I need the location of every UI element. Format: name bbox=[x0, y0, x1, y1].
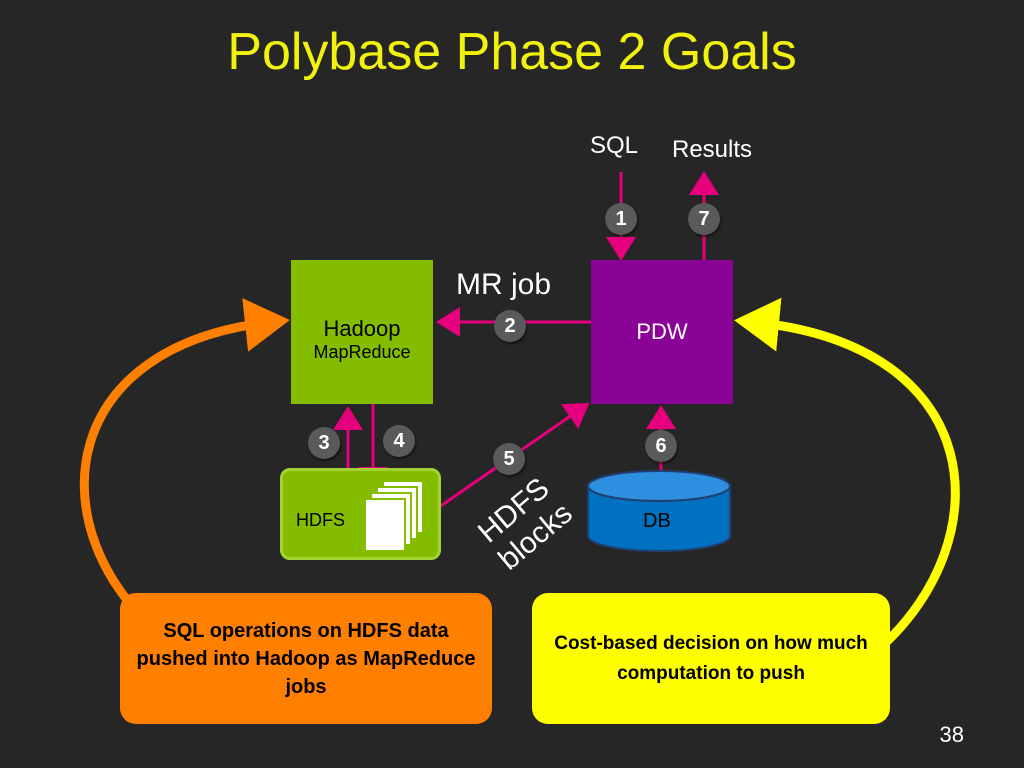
step-4-badge: 4 bbox=[383, 425, 415, 457]
db-label: DB bbox=[643, 510, 671, 532]
right-callout: Cost-based decision on how much computat… bbox=[532, 593, 890, 724]
step-1-badge: 1 bbox=[605, 203, 637, 235]
hdfs-blocks-icon bbox=[364, 480, 424, 552]
pdw-box: PDW bbox=[591, 260, 733, 404]
page-number: 38 bbox=[939, 722, 964, 747]
step-3-badge: 3 bbox=[308, 427, 340, 459]
step-2-badge: 2 bbox=[494, 310, 526, 342]
hdfs-box: HDFS bbox=[280, 468, 441, 560]
yellow-curve-arrow bbox=[734, 297, 960, 652]
right-callout-text: Cost-based decision on how much computat… bbox=[554, 632, 868, 684]
left-callout: SQL operations on HDFS data pushed into … bbox=[120, 593, 492, 724]
step-7-badge: 7 bbox=[688, 203, 720, 235]
left-callout-text: SQL operations on HDFS data pushed into … bbox=[136, 619, 476, 698]
orange-curve-arrow bbox=[79, 298, 290, 629]
sql-label: SQL bbox=[590, 132, 639, 159]
slide-title: Polybase Phase 2 Goals bbox=[227, 23, 797, 81]
hdfs-label: HDFS bbox=[296, 510, 345, 530]
pdw-label: PDW bbox=[636, 319, 688, 344]
hadoop-mapreduce-box: Hadoop MapReduce bbox=[291, 260, 433, 404]
results-label: Results bbox=[672, 136, 753, 163]
hadoop-label: Hadoop bbox=[323, 316, 401, 341]
db-cylinder-icon bbox=[587, 470, 731, 552]
step-5-badge: 5 bbox=[493, 443, 525, 475]
mapreduce-label: MapReduce bbox=[313, 342, 411, 362]
step-6-badge: 6 bbox=[645, 430, 677, 462]
mr-job-label: MR job bbox=[456, 268, 552, 301]
